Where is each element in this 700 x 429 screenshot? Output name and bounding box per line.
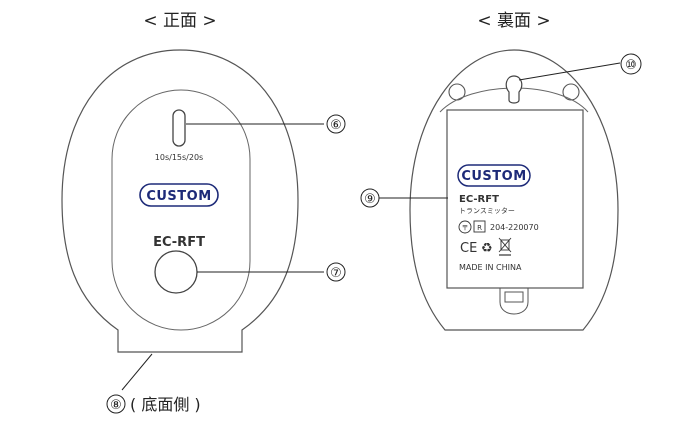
- weee-bin-icon: [498, 237, 512, 256]
- back-model-name: EC-RFT: [459, 194, 499, 205]
- hanging-hole: [505, 75, 523, 104]
- svg-text:⑧: ⑧: [110, 398, 122, 413]
- back-subtitle: トランスミッター: [459, 206, 515, 215]
- back-view-heading: < 裏面 >: [477, 10, 550, 31]
- back-logo-badge: [457, 164, 531, 187]
- giteki-mark-icon: 〒: [458, 220, 472, 234]
- front-logo-text: CUSTOM: [146, 189, 211, 204]
- callout-8: ⑧ ( 底面側 ): [106, 353, 201, 414]
- cert-number: 204-220070: [490, 223, 539, 232]
- svg-text:〒: 〒: [462, 224, 469, 232]
- timer-label: 10s/15s/20s: [155, 153, 203, 162]
- svg-text:R: R: [477, 224, 482, 232]
- timer-switch-slot[interactable]: [172, 109, 186, 147]
- front-push-button[interactable]: [154, 250, 198, 294]
- callout-7: ⑦: [197, 262, 346, 282]
- svg-text:⑩: ⑩: [625, 58, 637, 73]
- r-mark-icon: R: [473, 220, 486, 233]
- svg-text:⑨: ⑨: [364, 192, 376, 207]
- front-logo-badge: [139, 183, 219, 207]
- origin-text: MADE IN CHINA: [459, 263, 522, 272]
- front-inner-face: [111, 89, 251, 331]
- front-view-heading: < 正面 >: [143, 11, 216, 31]
- front-model-name: EC-RFT: [153, 235, 205, 250]
- front-device: 10s/15s/20s CUSTOM EC-RFT: [61, 49, 299, 353]
- ce-mark-icon: CE: [460, 241, 477, 256]
- bottom-side-label: ( 底面側 ): [130, 395, 201, 414]
- callout-10: ⑩: [518, 53, 642, 81]
- back-device: CUSTOM EC-RFT トランスミッター 〒 R 204-220070 CE…: [409, 49, 619, 331]
- recycle-icon: ♻: [481, 241, 493, 256]
- back-label-sticker: [446, 109, 584, 289]
- right-mount-hole: [562, 83, 580, 101]
- callout-9: ⑨: [360, 188, 448, 208]
- back-logo-text: CUSTOM: [461, 169, 526, 184]
- callout-6: ⑥: [186, 114, 346, 134]
- svg-text:⑥: ⑥: [330, 118, 342, 133]
- svg-text:⑦: ⑦: [330, 266, 342, 281]
